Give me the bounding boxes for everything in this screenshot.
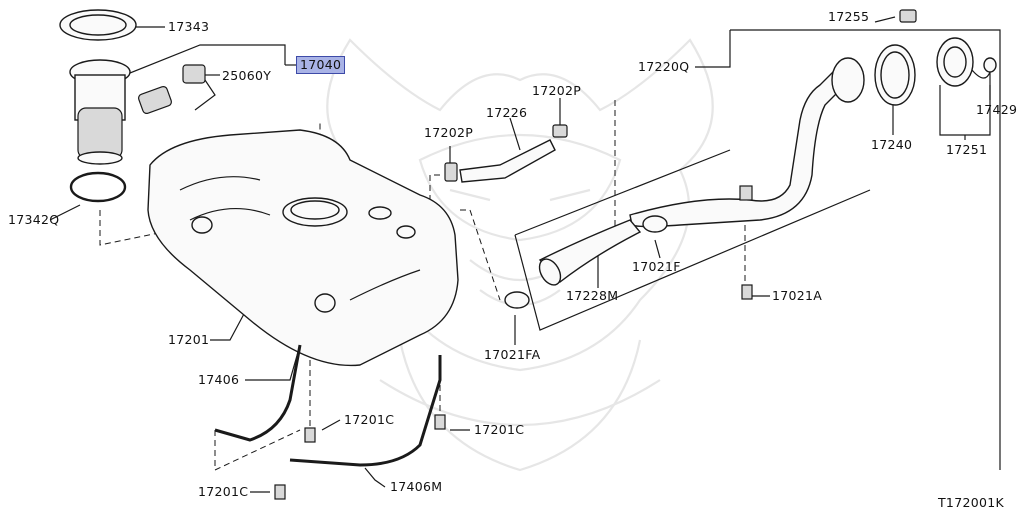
callout-17021A[interactable]: 17021A [772, 288, 823, 303]
callout-17202P-left[interactable]: 17202P [424, 125, 474, 140]
callout-17226[interactable]: 17226 [486, 105, 528, 120]
callout-25060Y[interactable]: 25060Y [222, 68, 272, 83]
callout-17202P-right[interactable]: 17202P [532, 83, 582, 98]
callout-17201[interactable]: 17201 [168, 332, 210, 347]
level-sensor-25060Y [182, 64, 216, 111]
callout-17021F[interactable]: 17021F [632, 259, 681, 274]
fuel-tank-17201 [147, 129, 459, 367]
callout-17406[interactable]: 17406 [198, 372, 240, 387]
fuel-cap-17251 [899, 9, 997, 87]
seal-17240 [874, 44, 916, 106]
callout-17429[interactable]: 17429 [976, 102, 1018, 117]
gasket-17343 [59, 9, 137, 41]
filler-tube-17220Q [629, 57, 865, 228]
callout-17201C-bottom[interactable]: 17201C [198, 484, 249, 499]
callout-17021FA[interactable]: 17021FA [484, 347, 541, 362]
callout-17240[interactable]: 17240 [871, 137, 913, 152]
callout-17228M[interactable]: 17228M [566, 288, 619, 303]
fuel-pump-module [69, 59, 172, 165]
callout-17040-highlighted[interactable]: 17040 [296, 56, 346, 74]
bolts [274, 284, 753, 500]
callout-17406M[interactable]: 17406M [390, 479, 443, 494]
callout-17201C-right[interactable]: 17201C [474, 422, 525, 437]
callout-17255[interactable]: 17255 [828, 9, 870, 24]
callout-17251[interactable]: 17251 [946, 142, 988, 157]
o-ring-17342Q [69, 171, 127, 203]
tank-straps [214, 344, 442, 467]
filler-hose-17228M [504, 215, 668, 309]
vent-hose-17226 [444, 124, 568, 183]
callout-17201C-mid[interactable]: 17201C [344, 412, 395, 427]
callout-17342Q[interactable]: 17342Q [8, 212, 60, 227]
figure-code: T172001K [938, 495, 1004, 510]
callout-17343[interactable]: 17343 [168, 19, 210, 34]
callout-17220Q[interactable]: 17220Q [638, 59, 690, 74]
